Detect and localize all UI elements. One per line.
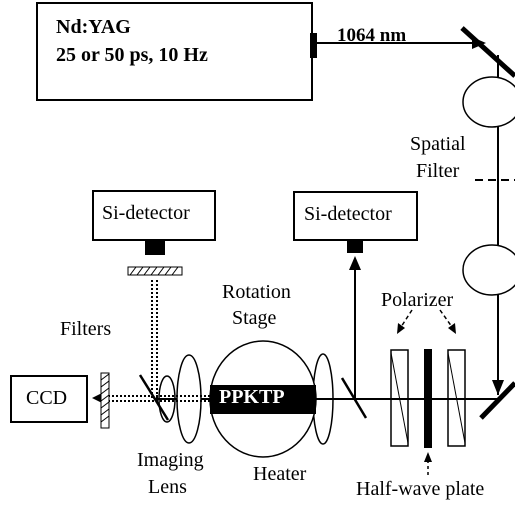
half-wave-plate-label: Half-wave plate: [356, 478, 485, 500]
spatial-filter-lens-top: [462, 76, 515, 128]
mirror-top: [460, 26, 515, 78]
laser-aperture: [310, 33, 317, 58]
laser-box: [36, 2, 313, 101]
detector-left-sensor: [145, 240, 165, 255]
si-detector-right-label: Si-detector: [304, 203, 392, 225]
si-detector-left-box: Si-detector: [92, 190, 216, 241]
spatial-filter-label-1: Spatial: [410, 133, 466, 155]
spatial-filter-lens-bottom: [462, 244, 515, 296]
wavelength-label: 1064 nm: [337, 25, 407, 46]
spatial-filter-label-2: Filter: [416, 160, 460, 182]
beamsplitter-left: [138, 374, 170, 421]
polarizer-arrow-left: [400, 309, 413, 328]
rotation-stage-label-2: Stage: [232, 307, 277, 329]
ccd-label: CCD: [26, 387, 68, 409]
ccd-box: CCD: [10, 375, 88, 423]
polarizer-arrowhead-right: [448, 323, 456, 334]
imaging-lens-small: [158, 375, 176, 423]
si-detector-right-box: Si-detector: [293, 191, 418, 241]
si-detector-left-label: Si-detector: [102, 202, 190, 224]
hwp-arrowhead: [424, 452, 432, 462]
heater-label: Heater: [253, 463, 307, 485]
detector-right-sensor: [347, 241, 363, 253]
arrow-to-mirror-bottom: [492, 380, 504, 395]
imaging-lens-right: [176, 354, 202, 444]
imaging-lens-label-2: Lens: [148, 476, 187, 498]
filters-label: Filters: [60, 318, 112, 340]
ppktp-label: PPKTP: [219, 386, 285, 408]
laser-spec: 25 or 50 ps, 10 Hz: [56, 44, 208, 66]
imaging-lens-label-1: Imaging: [137, 449, 204, 471]
arrow-to-detector-right: [349, 256, 361, 270]
mirror-bottom: [479, 381, 515, 420]
polarizer-label: Polarizer: [381, 289, 454, 311]
filter-horizontal: [127, 266, 183, 276]
polarizer-arrowhead-left: [397, 323, 405, 334]
laser-name: Nd:YAG: [56, 16, 131, 38]
ppktp-crystal: [210, 385, 316, 414]
rotation-stage-label-1: Rotation: [222, 281, 291, 303]
polarizer-arrow-right: [439, 309, 453, 328]
